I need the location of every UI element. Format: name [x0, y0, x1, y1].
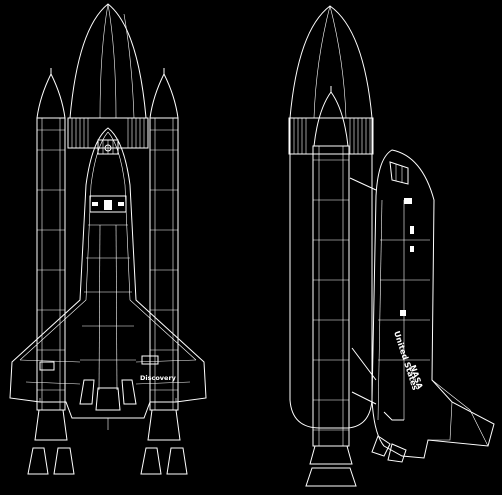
side-orbiter — [349, 149, 495, 463]
front-left-booster — [27, 68, 75, 475]
side-external-tank — [288, 5, 374, 429]
front-orbiter-name-label: Discovery — [140, 374, 177, 382]
side-view: United States NASA — [288, 5, 495, 487]
front-view: Discovery — [9, 3, 207, 475]
front-external-tank — [67, 3, 149, 149]
front-orbiter — [9, 127, 207, 430]
side-booster — [305, 86, 357, 487]
